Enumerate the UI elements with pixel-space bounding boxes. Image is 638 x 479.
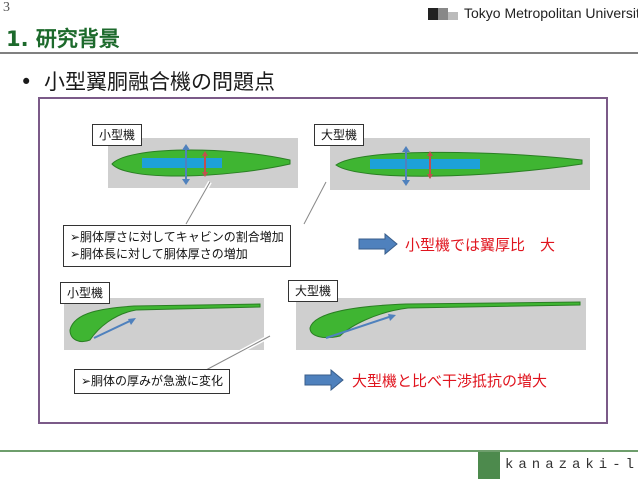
small-aircraft-bottom-panel: [64, 298, 264, 350]
footer-divider: [0, 450, 638, 452]
lab-name: kanazaki-lab: [505, 457, 638, 473]
content-frame: [38, 97, 608, 424]
tmu-logo-icon: [428, 8, 458, 20]
small-aircraft-label-bottom: 小型機: [60, 282, 111, 304]
footer-accent-block: [478, 452, 500, 479]
institution-name: Tokyo Metropolitan University: [464, 5, 638, 21]
small-wing-body-icon: [69, 303, 261, 343]
small-aircraft-label-top: 小型機: [92, 124, 143, 146]
large-fuselage-icon: [335, 146, 583, 186]
large-aircraft-top-panel: [330, 138, 590, 190]
note-thickness-increase: ➢胴体長に対して胴体厚さの増加: [70, 247, 248, 261]
large-aircraft-label-top: 大型機: [314, 124, 365, 146]
small-fuselage-icon: [111, 144, 291, 185]
bullet-text: 小型翼胴融合機の問題点: [44, 70, 275, 94]
title-divider: [0, 52, 638, 54]
bottom-note-box: ➢胴体の厚みが急激に変化: [74, 369, 231, 394]
section-title: 1. 研究背景: [6, 27, 120, 51]
note-cabin-ratio: ➢胴体厚さに対してキャビンの割合増加: [70, 230, 284, 244]
bullet-heading: • 小型翼胴融合機の問題点: [20, 66, 275, 96]
page-number: 3: [3, 0, 10, 15]
small-aircraft-top-panel: [108, 138, 298, 188]
top-result-text: 小型機では翼厚比 大: [405, 236, 556, 254]
result-arrow-top-icon: [358, 233, 398, 255]
pointer-arrow-top-icon: [184, 181, 328, 225]
top-notes-box: ➢胴体厚さに対してキャビンの割合増加 ➢胴体長に対して胴体厚さの増加: [63, 225, 291, 267]
university-logo: Tokyo Metropolitan University: [426, 2, 638, 26]
large-aircraft-bottom-panel: [296, 298, 586, 350]
large-wing-body-icon: [309, 301, 581, 339]
bullet-dot-icon: •: [20, 70, 33, 94]
result-arrow-bottom-icon: [304, 369, 344, 391]
bottom-result-text: 大型機と比べ干渉抵抗の増大: [352, 372, 548, 390]
large-aircraft-label-bottom: 大型機: [288, 280, 339, 302]
pointer-arrow-bottom-icon: [205, 334, 271, 372]
